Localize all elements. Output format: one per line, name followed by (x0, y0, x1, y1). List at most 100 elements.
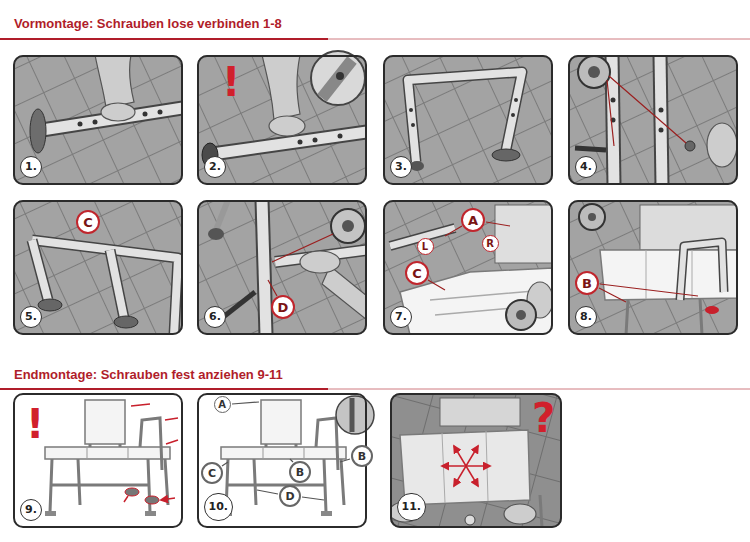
photo-step-11-part (442, 446, 490, 486)
photo-step-4-part (659, 128, 664, 133)
photo-step-6-part (216, 200, 228, 230)
callout-text: B (358, 450, 366, 463)
callout-text: C (83, 215, 93, 230)
step-number: 11. (397, 493, 426, 522)
step-panel: 4. (568, 55, 738, 185)
callout-text: L (422, 241, 428, 252)
callout-letter: R (482, 235, 499, 252)
callout-letter: D (271, 295, 295, 319)
step-panel: 8. B (568, 200, 738, 335)
callout-letter: B (289, 461, 311, 483)
photo-step-3 (383, 55, 553, 185)
photo-step-6-part (208, 228, 224, 240)
photo-step-1-part (13, 55, 183, 185)
callout-text: B (582, 276, 592, 291)
photo-step-2-part (262, 55, 300, 120)
bench-drawing-9-part (145, 511, 156, 516)
detail-inset-part (516, 310, 526, 320)
bench-drawing-10-part (221, 447, 346, 459)
bench-drawing-10-part (261, 400, 301, 444)
step-number: 8. (575, 306, 597, 328)
detail-inset (268, 209, 365, 296)
photo-step-4-part (659, 108, 664, 113)
photo-step-5-part (32, 240, 48, 300)
step-number: 6. (204, 306, 226, 328)
detail-inset-part (322, 60, 352, 98)
photo-step-11-part (390, 393, 562, 528)
step-number: 5. (20, 306, 42, 328)
photo-step-8 (568, 200, 738, 335)
photo-step-2-part (313, 138, 318, 143)
photo-step-6-part (197, 200, 367, 335)
detail-inset-part (579, 204, 605, 230)
photo-step-6-part (262, 200, 266, 335)
photo-step-5-part (32, 240, 178, 335)
photo-step-4 (568, 55, 738, 185)
photo-step-5-part (114, 316, 138, 328)
question-mark: ? (532, 398, 555, 438)
detail-inset-part (588, 213, 596, 221)
photo-step-11-part-part (454, 466, 466, 486)
photo-step-5-part (110, 250, 124, 318)
bench-drawing-9-part (45, 447, 170, 459)
detail-inset-part (578, 56, 610, 88)
detail-inset (311, 51, 365, 105)
callout-text: D (278, 300, 289, 315)
photo-step-4-part (611, 98, 616, 103)
photo-step-11-part (400, 430, 530, 505)
callout-letter: A (214, 396, 231, 413)
bench-drawing-10-part (350, 398, 355, 432)
photo-step-1-part (30, 109, 46, 153)
photo-step-3-part (514, 98, 518, 102)
photo-step-11-part (440, 398, 520, 426)
photo-step-1-part (95, 55, 134, 108)
photo-step-3-part (492, 149, 520, 161)
photo-step-3-part (511, 113, 515, 117)
photo-step-3-part (411, 123, 415, 127)
callout-letter: C (201, 462, 223, 484)
callout-letter: B (575, 271, 599, 295)
bench-drawing-10 (197, 393, 374, 528)
bench-drawing-10-part (226, 459, 344, 512)
step-number: 9. (20, 499, 42, 521)
step-panel: 3. (383, 55, 553, 185)
bench-drawing-9-part (124, 404, 178, 502)
step-number: 2. (204, 156, 226, 178)
bench-drawing-10-part (316, 418, 338, 470)
photo-step-8-part (626, 298, 702, 335)
photo-step-11-part-part (454, 446, 466, 466)
photo-step-6-part (300, 251, 340, 273)
step-panel: 10.ACBBD (197, 393, 367, 528)
photo-step-2-part (338, 134, 343, 139)
step-number: 10. (204, 493, 233, 522)
detail-inset-part (268, 234, 333, 296)
photo-step-5-part (32, 240, 178, 335)
bench-drawing-9-part (45, 511, 56, 516)
detail-inset-part (331, 209, 365, 243)
photo-step-5-part (38, 299, 62, 311)
callout-letter: B (351, 445, 373, 467)
detail-inset-part (607, 76, 686, 146)
callout-text: D (285, 490, 294, 503)
step-number: 7. (390, 306, 412, 328)
callout-text: B (296, 466, 304, 479)
photo-step-11 (390, 393, 562, 528)
photo-step-11-part-part (442, 465, 466, 467)
photo-step-11-part-part (466, 446, 478, 466)
photo-step-6-part (222, 292, 255, 318)
step-panel: 5. C (13, 200, 183, 335)
photo-step-2-part (298, 140, 303, 145)
photo-step-7-part (428, 222, 510, 290)
photo-step-7 (383, 200, 553, 335)
photo-step-11-part (442, 431, 488, 503)
step-panel: 6. D (197, 200, 367, 335)
photo-step-5-part (32, 240, 48, 300)
photo-step-7-part (383, 200, 553, 335)
step-number: 1. (20, 156, 42, 178)
warning-mark: ! (26, 404, 44, 444)
callout-letter: L (417, 238, 434, 255)
bench-drawing-9-part (50, 459, 168, 512)
callout-letter: A (461, 208, 485, 232)
step-number: 4. (575, 156, 597, 178)
bench-drawing-9-part (125, 488, 139, 496)
